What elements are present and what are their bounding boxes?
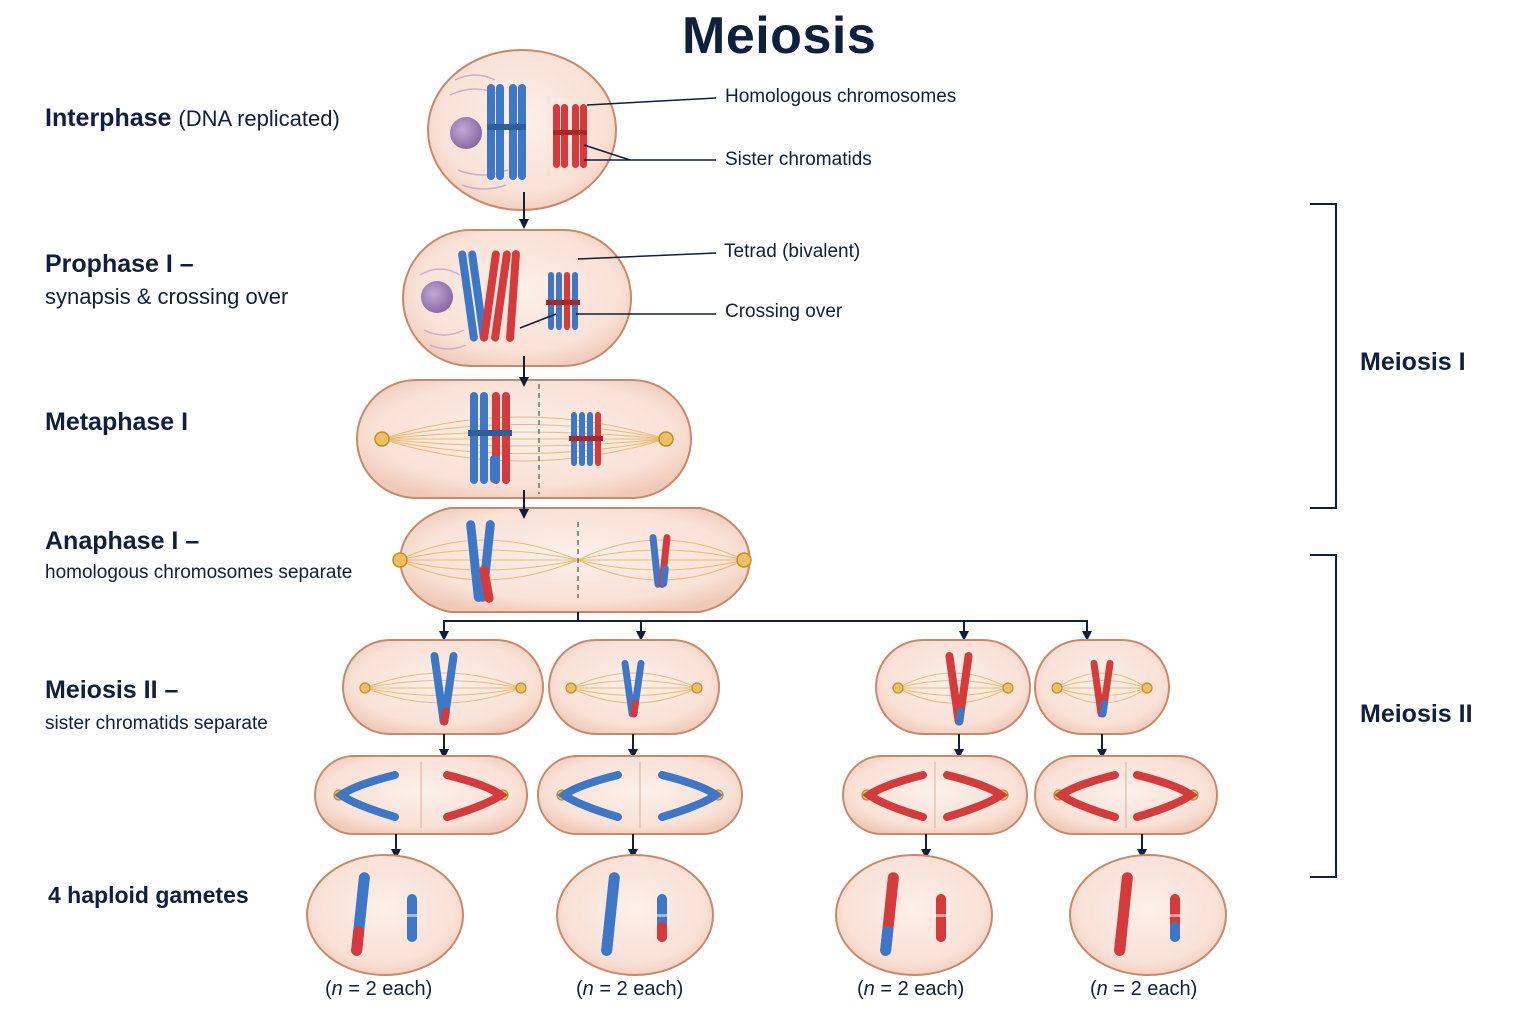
phase-meiosis2-label: Meiosis II — [1360, 700, 1473, 728]
small-tetrad — [546, 272, 580, 330]
chromatid-right — [1133, 771, 1198, 821]
gamete-count-3: (n = 2 each) — [857, 978, 965, 1000]
stage-meiosis2-sub: sister chromatids separate — [45, 713, 268, 734]
meiosis2-metaphase-cell — [548, 639, 720, 735]
anaphase-cell — [392, 507, 752, 613]
meiosis2-anaphase-cell — [537, 755, 743, 835]
centrosome-right — [658, 431, 674, 447]
stage-interphase-label: Interphase — [45, 104, 172, 132]
anaphase-chromosome-right — [649, 534, 671, 588]
meiosis2-metaphase-cell — [342, 639, 544, 735]
meiosis1-bracket — [1310, 203, 1337, 509]
large-chromosome-segment — [351, 925, 365, 956]
centrosome-left — [374, 431, 390, 447]
callout-homologous: Homologous chromosomes — [725, 86, 957, 107]
gamete-cell — [306, 854, 464, 976]
chromatid-right — [658, 771, 723, 821]
small-chromosome-segment — [407, 922, 417, 942]
meiosis2-metaphase-cells — [342, 639, 1170, 759]
meiosis2-anaphase-cell — [314, 755, 528, 835]
meiosis2-anaphase-cell — [1034, 755, 1218, 835]
gamete-cells — [306, 854, 1227, 976]
chromatid-right — [943, 771, 1008, 821]
nucleus — [421, 281, 453, 313]
callout-tetrad: Tetrad (bivalent) — [724, 241, 861, 262]
large-chromosome-segment — [601, 925, 615, 956]
chromatid-crossover-segment — [955, 707, 965, 726]
chromatid-crossover-segment — [630, 699, 639, 718]
gamete-count-1: (n = 2 each) — [325, 978, 433, 1000]
stage-interphase-note: (DNA replicated) — [178, 106, 340, 131]
anaphase-chromosome-left — [466, 520, 495, 603]
stage-metaphase-label: Metaphase I — [45, 408, 189, 436]
stage-interphase: Interphase (DNA replicated) — [45, 104, 340, 133]
chromatid-right — [443, 771, 508, 821]
phase-meiosis1-label: Meiosis I — [1360, 348, 1466, 376]
stage-arrows — [439, 192, 1092, 641]
chromatid — [440, 652, 458, 726]
callout-crossing: Crossing over — [725, 301, 843, 322]
meiosis2-metaphase-cell — [1034, 639, 1170, 735]
metaphase-bivalent-large — [468, 392, 512, 484]
small-chromosome-segment — [1170, 922, 1180, 942]
meiosis2-anaphase-cell — [842, 755, 1028, 835]
chromatid — [955, 652, 973, 726]
chromatid-crossover-segment — [1099, 699, 1108, 718]
nucleus — [450, 117, 482, 149]
chromatid-left — [862, 771, 927, 821]
prophase-cell — [402, 229, 632, 367]
meiosis2-anaphase-cells — [314, 755, 1218, 859]
chromatid-crossover-segment — [440, 707, 450, 726]
meiosis2-bracket — [1310, 554, 1337, 878]
stage-gametes-label: 4 haploid gametes — [48, 882, 249, 908]
metaphase-bivalent-small — [569, 412, 603, 466]
chromatid-left — [334, 771, 399, 821]
meiosis2-metaphase-cell — [875, 639, 1031, 735]
stage-prophase-sub: synapsis & crossing over — [45, 284, 289, 309]
stage-meiosis2-label: Meiosis II – — [45, 676, 179, 704]
interphase-cell — [427, 49, 617, 211]
callout-sister: Sister chromatids — [725, 149, 872, 170]
diagram-title: Meiosis — [682, 7, 877, 65]
gamete-cell — [1069, 854, 1227, 976]
stage-anaphase-label: Anaphase I – — [45, 527, 200, 555]
gamete-count-4: (n = 2 each) — [1090, 978, 1198, 1000]
chromatid-left — [1054, 771, 1119, 821]
red-tetrad-chromatids — [480, 250, 520, 342]
large-chromosome-segment — [880, 925, 894, 956]
stage-anaphase-sub: homologous chromosomes separate — [45, 562, 353, 583]
metaphase-cell — [356, 379, 692, 499]
large-chromosome-segment — [1114, 925, 1128, 956]
small-chromosome-segment — [657, 922, 667, 942]
gamete-cell — [556, 854, 714, 976]
gamete-cell — [835, 854, 993, 976]
blue-replicated-chromosomes — [487, 84, 526, 180]
red-replicated-chromosomes — [553, 104, 587, 168]
gamete-count-2: (n = 2 each) — [576, 978, 684, 1000]
chromatid-left — [557, 771, 622, 821]
stage-prophase-label: Prophase I – — [45, 250, 194, 278]
small-chromosome-segment — [936, 922, 946, 942]
